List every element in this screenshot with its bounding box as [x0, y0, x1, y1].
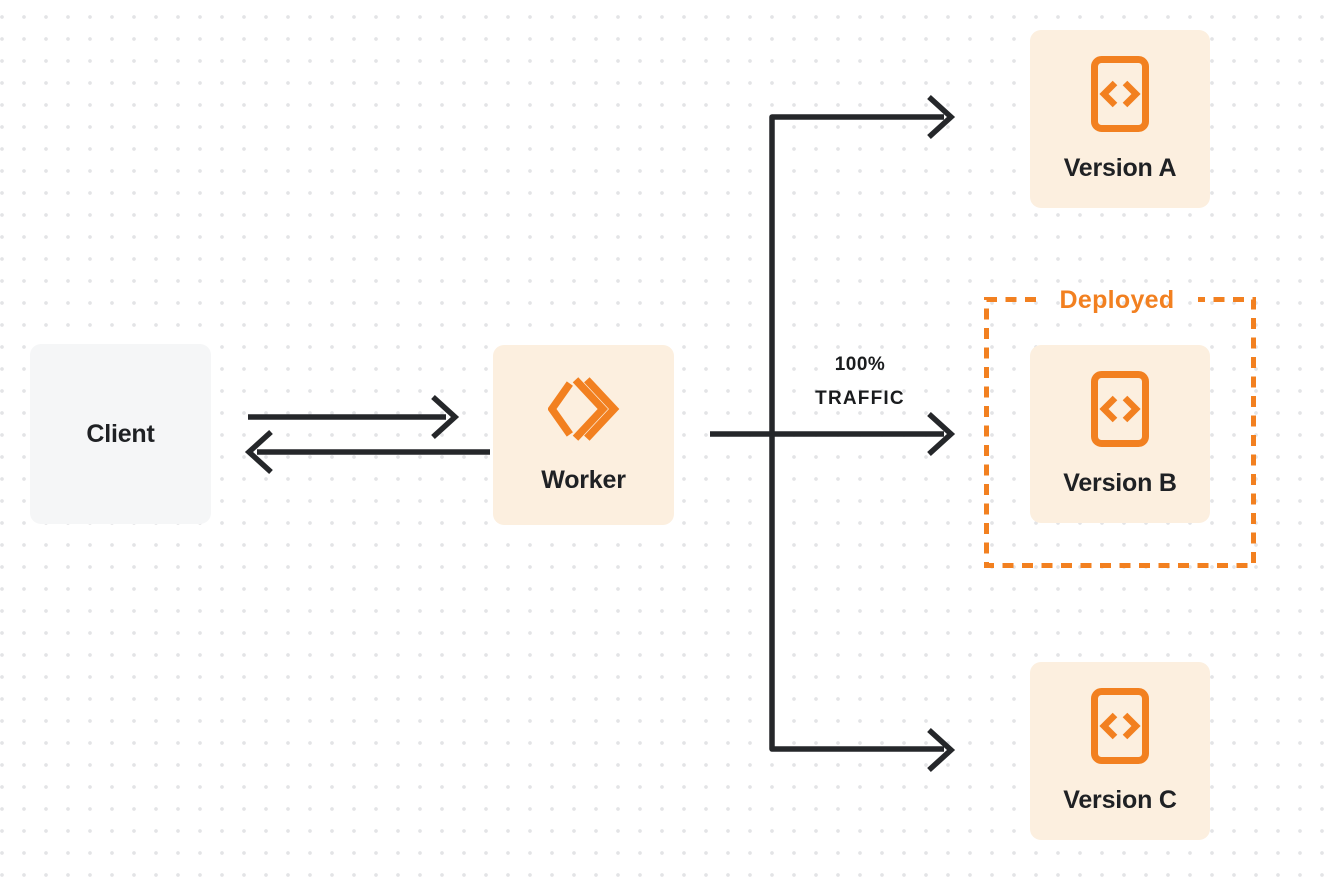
cloudflare-workers-icon — [547, 376, 619, 441]
node-client: Client — [30, 344, 211, 524]
node-version-b: Version B — [1030, 345, 1210, 523]
node-worker-label: Worker — [541, 465, 626, 494]
code-document-icon — [1091, 687, 1149, 764]
deployed-group-label: Deployed — [1059, 286, 1175, 314]
branch-trunk — [769, 114, 944, 752]
traffic-percent: 100% — [834, 354, 886, 375]
node-worker: Worker — [493, 345, 674, 525]
arrowhead-right-icon — [927, 411, 956, 457]
traffic-word: TRAFFIC — [815, 388, 905, 409]
code-document-icon — [1091, 370, 1149, 447]
arrowhead-right-icon — [431, 394, 460, 440]
traffic-annotation: 100% TRAFFIC — [780, 348, 940, 416]
node-version-c-label: Version C — [1063, 785, 1177, 814]
arrowhead-left-icon — [244, 429, 273, 475]
node-version-a: Version A — [1030, 30, 1210, 208]
arrowhead-right-icon — [927, 727, 956, 773]
node-version-b-label: Version B — [1063, 468, 1177, 497]
code-document-icon — [1091, 55, 1149, 132]
node-version-a-label: Version A — [1063, 153, 1177, 182]
node-client-label: Client — [86, 419, 155, 448]
node-version-c: Version C — [1030, 662, 1210, 840]
arrowhead-right-icon — [927, 94, 956, 140]
